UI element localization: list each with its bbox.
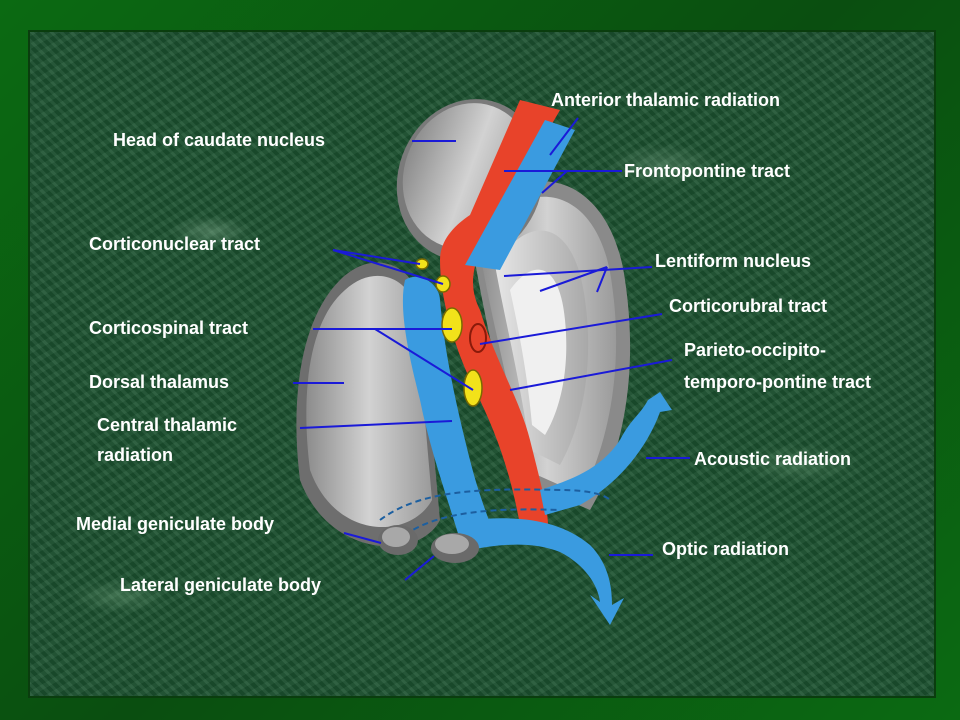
lateral-geniculate-highlight [435, 534, 469, 554]
label-medial-geniculate-body: Medial geniculate body [76, 514, 274, 534]
blue-anterior-radiation [465, 120, 575, 270]
corticospinal-fiber-2 [463, 369, 483, 407]
label-lentiform-nucleus: Lentiform nucleus [655, 251, 811, 271]
red-tract [440, 100, 560, 525]
label-corticorubral-tract: Corticorubral tract [669, 296, 827, 316]
blue-dashed-band-2 [404, 508, 561, 536]
label-parieto-line2: temporo-pontine tract [684, 372, 871, 392]
label-dorsal-thalamus: Dorsal thalamus [89, 372, 229, 392]
label-lateral-geniculate-body: Lateral geniculate body [120, 575, 321, 595]
corticospinal-fiber-1 [441, 307, 463, 343]
label-frontopontine-tract: Frontopontine tract [624, 161, 790, 181]
blue-acoustic-radiation [540, 392, 672, 515]
label-anterior-thalamic-radiation: Anterior thalamic radiation [551, 90, 780, 110]
label-corticospinal-tract: Corticospinal tract [89, 318, 248, 338]
label-parieto-line1: Parieto-occipito- [684, 340, 826, 360]
blue-central-radiation [402, 276, 495, 540]
label-central-thalamic-line2: radiation [97, 445, 173, 465]
blue-optic-radiation [470, 518, 624, 625]
label-optic-radiation: Optic radiation [662, 539, 789, 559]
label-acoustic-radiation: Acoustic radiation [694, 449, 851, 469]
label-corticonuclear-tract: Corticonuclear tract [89, 234, 260, 254]
label-central-thalamic-line1: Central thalamic [97, 415, 237, 435]
medial-geniculate-highlight [382, 527, 410, 547]
leader-lines [293, 117, 690, 581]
label-head-of-caudate-nucleus: Head of caudate nucleus [113, 130, 325, 150]
blue-dashed-band [379, 488, 611, 521]
thalamus [296, 262, 440, 547]
corticorubral-fiber [469, 323, 487, 353]
